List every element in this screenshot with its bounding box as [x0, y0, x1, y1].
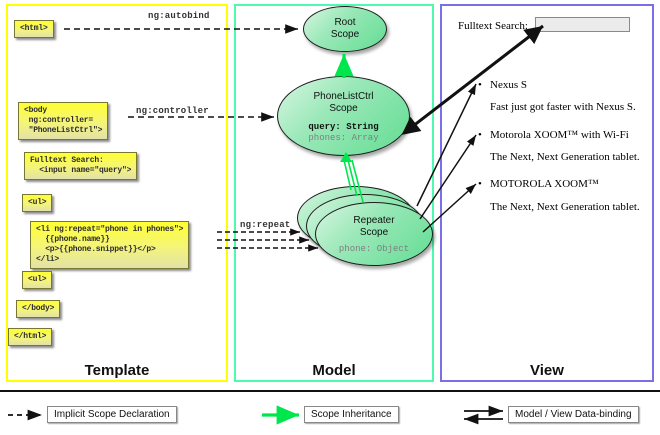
edge-label-repeat: ng:repeat	[240, 220, 291, 230]
code-box-body-close: </body>	[16, 300, 61, 318]
view-item-name-2: •MOTOROLA XOOM™	[478, 178, 599, 190]
scope-phonelistctrl: PhoneListCtrl Scope query: String phones…	[277, 76, 410, 156]
view-item-name-0: •Nexus S	[478, 79, 527, 91]
view-item-name-1: •Motorola XOOM™ with Wi-Fi	[478, 129, 629, 141]
bullet-icon: •	[478, 79, 482, 91]
view-search-input[interactable]	[535, 17, 630, 32]
code-box-html-open: <html>	[14, 20, 54, 38]
panel-label-view: View	[530, 362, 564, 379]
scope-ctrl-title-line1: PhoneListCtrl	[313, 91, 374, 102]
scope-root: Root Scope	[303, 6, 387, 52]
panel-template	[6, 4, 228, 382]
legend-label-implicit: Implicit Scope Declaration	[47, 406, 177, 423]
legend-label-inheritance: Scope Inheritance	[304, 406, 399, 423]
scope-ctrl-title-line2: Scope	[329, 103, 358, 114]
edge-label-controller: ng:controller	[136, 106, 209, 116]
edge-label-autobind: ng:autobind	[148, 11, 210, 21]
scope-ctrl-prop-query: query: String	[308, 122, 379, 132]
panel-label-template: Template	[84, 362, 150, 379]
panel-label-model: Model	[312, 362, 356, 379]
bullet-icon: •	[478, 178, 482, 190]
scope-root-title-line1: Root	[334, 17, 356, 28]
scope-root-title-line2: Scope	[330, 29, 360, 40]
view-search-label: Fulltext Search:	[458, 20, 528, 32]
legend-arrow-databind	[464, 405, 503, 425]
code-box-li-repeat: <li ng:repeat="phone in phones"> {{phone…	[30, 221, 190, 269]
legend-divider	[0, 390, 660, 392]
scope-repeater-title-line1: Repeater	[353, 215, 395, 226]
view-item-snippet-2: The Next, Next Generation tablet.	[490, 201, 640, 213]
scope-repeater-title-line2: Scope	[359, 227, 389, 238]
scope-ctrl-prop-phones: phones: Array	[308, 133, 379, 143]
code-box-ul-open: <ul>	[22, 194, 53, 212]
legend-label-databind: Model / View Data-binding	[508, 406, 639, 423]
code-box-html-close: </html>	[8, 328, 53, 346]
code-box-search: Fulltext Search: <input name="query">	[24, 152, 138, 180]
scope-repeater-front: Repeater Scope phone: Object	[315, 202, 433, 266]
scope-repeater-prop-phone: phone: Object	[338, 244, 410, 254]
view-item-snippet-1: The Next, Next Generation tablet.	[490, 151, 640, 163]
code-box-body-open: <body ng:controller= "PhoneListCtrl">	[18, 102, 109, 140]
panel-view	[440, 4, 654, 382]
view-item-snippet-0: Fast just got faster with Nexus S.	[490, 101, 636, 113]
code-box-ul-close: <ul>	[22, 271, 53, 289]
bullet-icon: •	[478, 129, 482, 141]
